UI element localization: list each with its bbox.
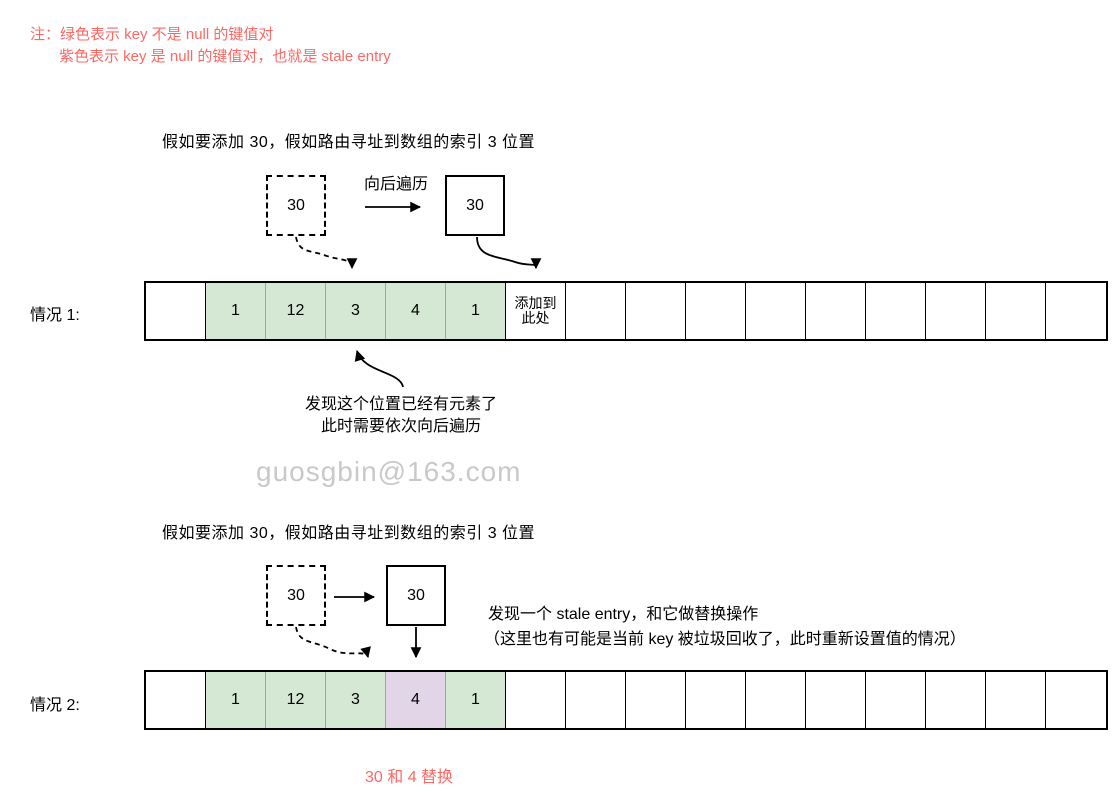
- array-cell: [746, 283, 806, 339]
- scenario2-side-note: 发现一个 stale entry，和它做替换操作 （这里也有可能是当前 key …: [484, 602, 966, 652]
- watermark-text: guosgbin@163.com: [256, 456, 522, 487]
- scenario1-label: 情况 1:: [30, 307, 80, 324]
- scenario2-dashed-value: 30: [287, 586, 305, 604]
- scenario2-solid-value-box: 30: [386, 565, 446, 626]
- scenario2-side-note-line2: （这里也有可能是当前 key 被垃圾回收了，此时重新设置值的情况）: [484, 631, 966, 648]
- array-cell: [1046, 672, 1106, 728]
- dashed-route-arrow-s2: [295, 626, 371, 659]
- dashed-route-arrow-s1: [295, 236, 358, 270]
- array-cell: [806, 283, 866, 339]
- legend-note: 注：绿色表示 key 不是 null 的键值对 紫色表示 key 是 null …: [30, 24, 391, 68]
- array-cell: 1: [206, 283, 266, 339]
- array-cell: [626, 283, 686, 339]
- scenario1-dashed-value: 30: [287, 196, 305, 214]
- legend-note-line2: 紫色表示 key 是 null 的键值对，也就是 stale entry: [59, 48, 391, 65]
- array-cell: [566, 672, 626, 728]
- array-cell: [686, 283, 746, 339]
- swap-note: 30 和 4 替换: [365, 769, 454, 786]
- scenario2-label: 情况 2:: [30, 697, 80, 714]
- found-element-arrow: [354, 349, 404, 388]
- array-cell: [626, 672, 686, 728]
- array-cell: 4: [386, 672, 446, 728]
- scenario1-dashed-value-box: 30: [266, 175, 326, 236]
- array-cell: [926, 283, 986, 339]
- array-cell: [986, 672, 1046, 728]
- scenario2-side-note-line1: 发现一个 stale entry，和它做替换操作: [488, 606, 759, 623]
- array-cell: [146, 283, 206, 339]
- scenario1-annotation-line2: 此时需要依次向后遍历: [320, 418, 481, 435]
- insert-here-arrow: [476, 236, 542, 270]
- array-cell: 12: [266, 283, 326, 339]
- array-cell: [566, 283, 626, 339]
- array-cell: [746, 672, 806, 728]
- array-cell: 1: [206, 672, 266, 728]
- scenario1-solid-value: 30: [466, 196, 484, 214]
- array-cell: [986, 283, 1046, 339]
- array-cell: [926, 672, 986, 728]
- array-cell: 添加到 此处: [506, 283, 566, 339]
- array-cell: [506, 672, 566, 728]
- array-cell: 1: [446, 283, 506, 339]
- scenario2-header: 假如要添加 30，假如路由寻址到数组的索引 3 位置: [162, 525, 536, 542]
- array-cell: [686, 672, 746, 728]
- array-cell: [1046, 283, 1106, 339]
- array-cell: 1: [446, 672, 506, 728]
- scenario1-header: 假如要添加 30，假如路由寻址到数组的索引 3 位置: [162, 134, 536, 151]
- scenario1-annotation: 发现这个位置已经有元素了 此时需要依次向后遍历: [290, 394, 512, 438]
- array-cell: [866, 672, 926, 728]
- scenario2-dashed-value-box: 30: [266, 565, 326, 626]
- scenario2-solid-value: 30: [407, 586, 425, 604]
- array-cell: [146, 672, 206, 728]
- array-cell: [806, 672, 866, 728]
- array-cell: 4: [386, 283, 446, 339]
- array-cell: [866, 283, 926, 339]
- array-cell: 3: [326, 283, 386, 339]
- legend-note-line1: 注：绿色表示 key 不是 null 的键值对: [30, 26, 274, 43]
- traverse-label: 向后遍历: [363, 176, 428, 193]
- array-cell: 3: [326, 672, 386, 728]
- array-cell: 12: [266, 672, 326, 728]
- scenario1-solid-value-box: 30: [445, 175, 505, 236]
- scenario1-annotation-line1: 发现这个位置已经有元素了: [304, 396, 497, 413]
